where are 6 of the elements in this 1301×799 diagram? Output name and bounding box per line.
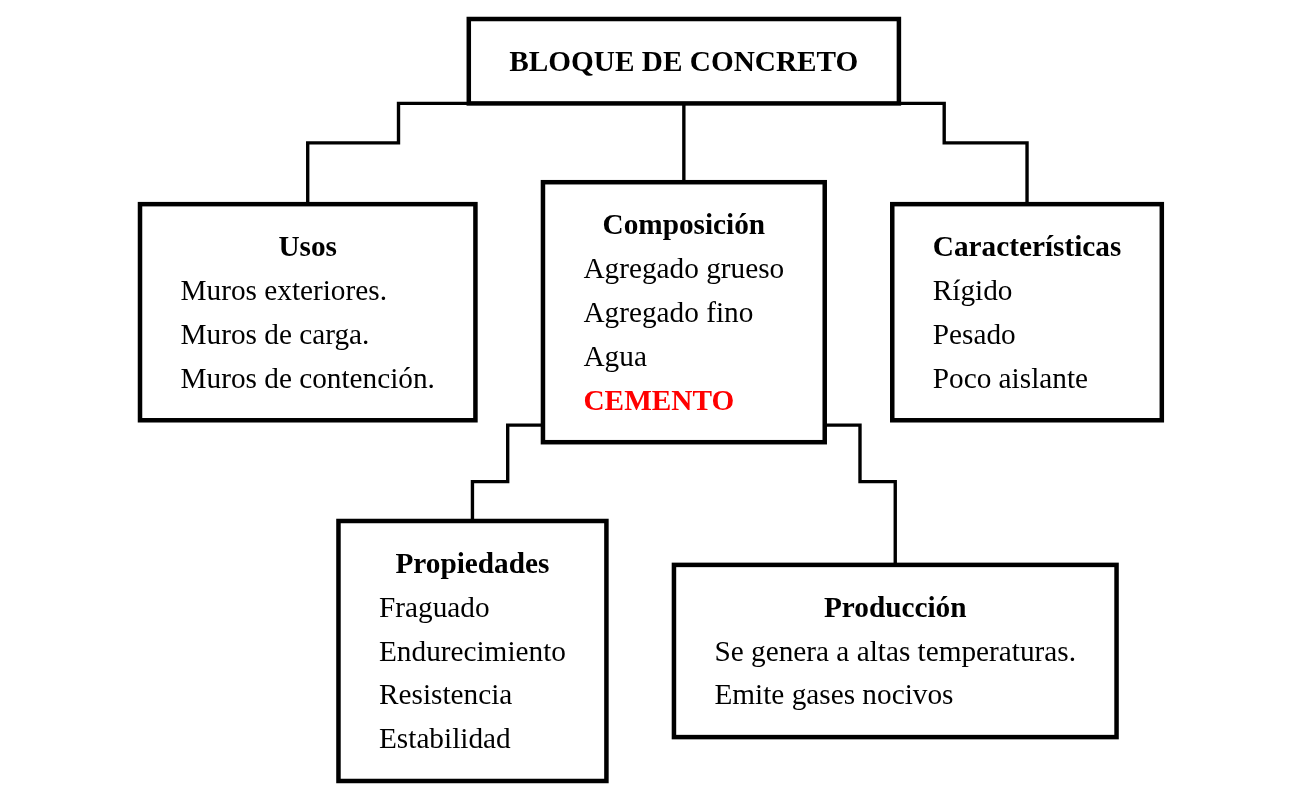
node-box: BLOQUE DE CONCRETO <box>466 16 901 106</box>
node-box: Usos Muros exteriores. Muros de carga. Muros de contención. <box>137 201 478 422</box>
node-box: Producción Se genera a altas temperaturas. Emite gases nocivos <box>671 562 1119 739</box>
node-box: Características Rígido Pesado Poco aislante <box>889 201 1164 422</box>
node-box: Composición Agregado grueso Agregado fino Agua CEMENTO <box>540 179 827 444</box>
node-box: Propiedades Fraguado Endurecimiento Resistencia Estabilidad <box>335 518 609 783</box>
